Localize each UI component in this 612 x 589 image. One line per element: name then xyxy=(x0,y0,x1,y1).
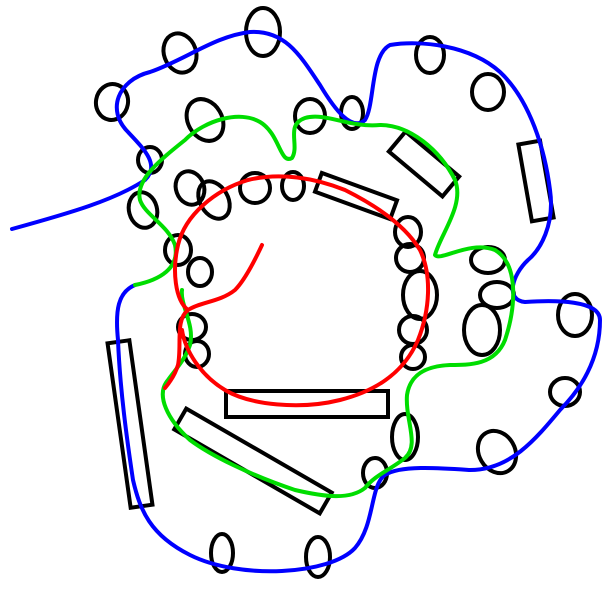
ellipse-obstacle xyxy=(163,233,193,267)
rect-obstacle xyxy=(171,405,335,517)
ellipse-obstacle xyxy=(196,179,232,221)
ellipse-obstacle xyxy=(390,412,420,462)
ellipse-obstacle xyxy=(304,535,332,579)
rect-obstacle xyxy=(105,338,155,510)
ellipse-obstacle xyxy=(475,428,519,476)
ellipse-obstacle xyxy=(469,245,507,275)
rect-obstacle xyxy=(224,389,390,419)
ellipse-obstacle xyxy=(280,170,306,202)
ellipse-obstacle xyxy=(238,171,272,205)
ellipse-obstacle xyxy=(470,72,506,112)
ellipse-obstacle xyxy=(414,35,446,75)
ellipse-obstacle xyxy=(161,31,199,75)
ellipse-obstacle xyxy=(462,303,502,357)
ellipse-obstacle xyxy=(184,97,226,143)
ellipse-obstacle xyxy=(556,292,594,338)
ellipse-obstacle xyxy=(126,190,160,230)
ellipse-obstacle xyxy=(209,532,235,574)
ellipse-obstacle xyxy=(186,256,214,288)
rect-obstacle xyxy=(386,128,462,200)
outer-path xyxy=(10,29,602,574)
ellipse-obstacle xyxy=(399,343,427,371)
middle-path xyxy=(133,114,516,499)
ellipse-obstacle xyxy=(401,269,439,321)
ellipse-obstacle xyxy=(93,82,131,122)
paths xyxy=(10,29,602,574)
inner-path xyxy=(163,174,430,408)
ellipse-obstacle xyxy=(393,215,423,249)
